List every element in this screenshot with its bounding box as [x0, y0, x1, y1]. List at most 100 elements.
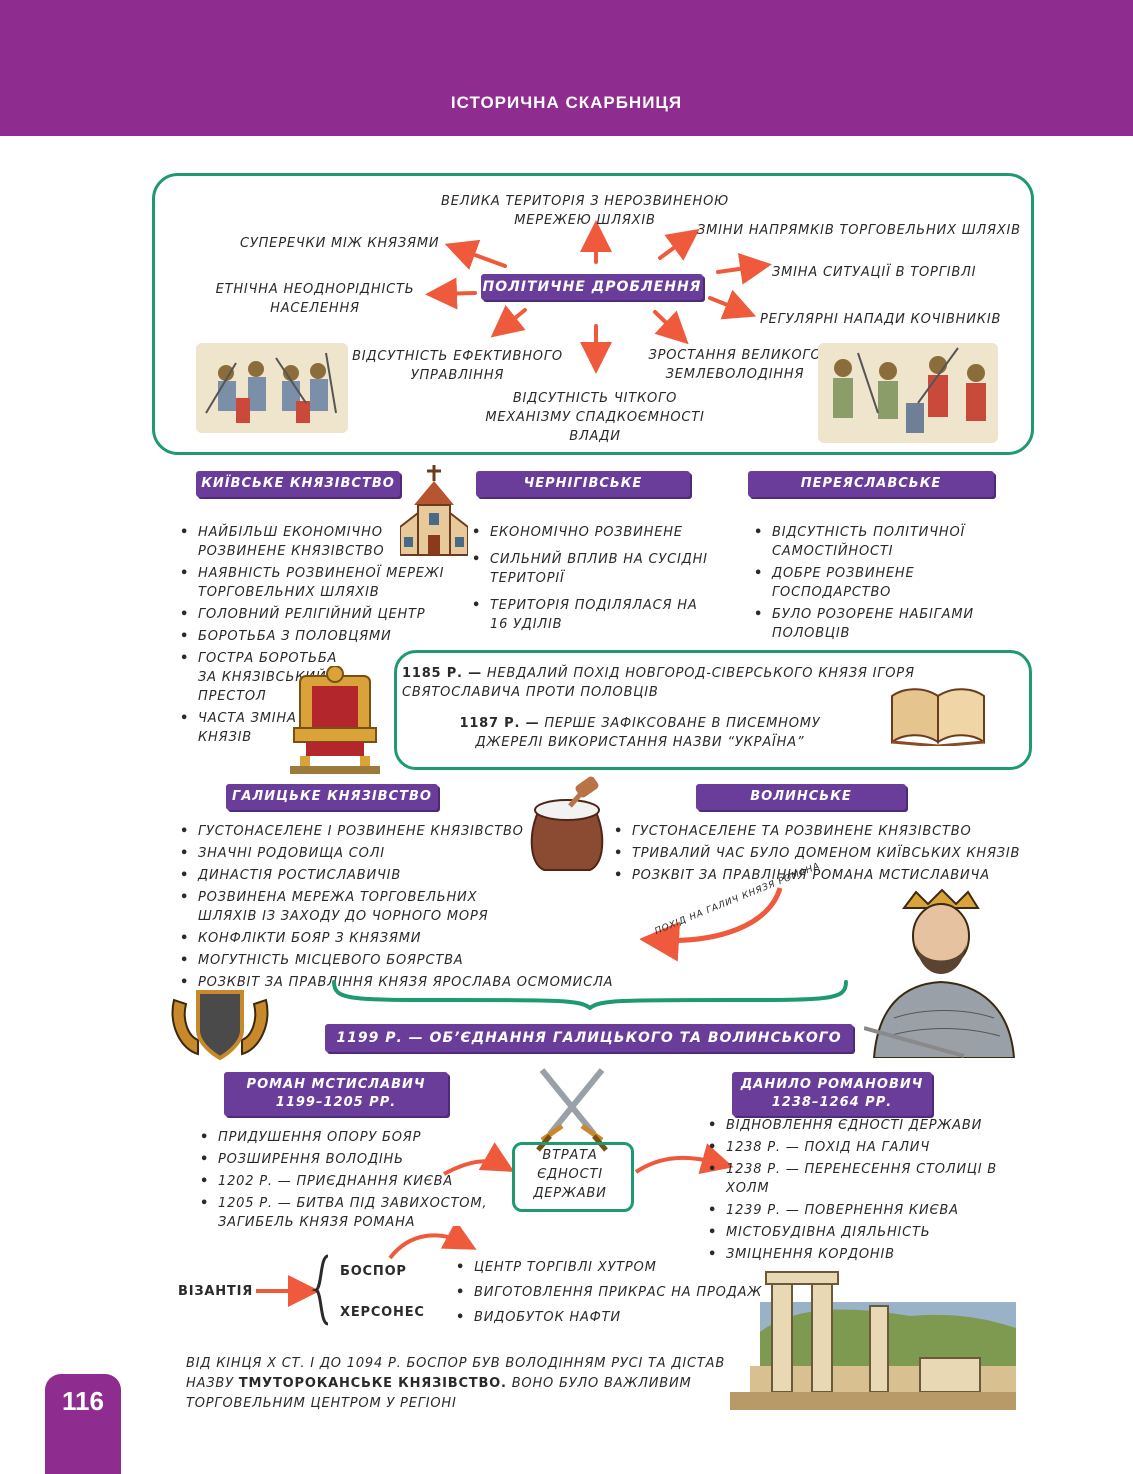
roman-item: ПРИДУШЕННЯ ОПОРУ БОЯР — [198, 1128, 488, 1147]
byzantium-arrows — [256, 1226, 477, 1326]
pereiaslav-list: ВІДСУТНІСТЬ ПОЛІТИЧНОЇ САМОСТІЙНОСТІ ДОБ… — [752, 523, 992, 646]
page-title: ІСТОРИЧНА СКАРБНИЦЯ — [450, 93, 683, 112]
roman-years: 1199–1205 РР. — [275, 1095, 397, 1110]
chernihiv-item: ЕКОНОМІЧНО РОЗВИНЕНЕ — [470, 523, 720, 542]
galych-item: МОГУТНІСТЬ МІСЦЕВОГО БОЯРСТВА — [178, 951, 548, 970]
chernihiv-item: ТЕРИТОРІЯ ПОДІЛЯЛАСЯ НА 16 УДІЛІВ — [470, 596, 700, 634]
cause-land: ЗРОСТАННЯ ВЕЛИКОГО ЗЕМЛЕВОЛОДІННЯ — [648, 348, 822, 382]
battle-illustration-right — [818, 343, 998, 443]
danylo-name-band: ДАНИЛО РОМАНОВИЧ 1238–1264 РР. — [732, 1072, 932, 1116]
loss-text: ВТРАТА ЄДНОСТІ ДЕРЖАВИ — [533, 1148, 607, 1201]
pereiaslav-item: ДОБРЕ РОЗВИНЕНЕ ГОСПОДАРСТВО — [752, 564, 992, 602]
events-frame — [394, 650, 1032, 770]
kyiv-list: НАЙБІЛЬШ ЕКОНОМІЧНО РОЗВИНЕНЕ КНЯЗІВСТВО… — [178, 523, 448, 750]
tmutorokan-note: ВІД КІНЦЯ Х СТ. І ДО 1094 Р. БОСПОР БУВ … — [186, 1354, 746, 1414]
arrow-upleft — [444, 239, 507, 270]
event-1187-text: ПЕРШЕ ЗАФІКСОВАНЕ В ПИСЕМНОМУ ДЖЕРЕЛІ ВИ… — [475, 716, 821, 750]
danylo-name: ДАНИЛО РОМАНОВИЧ — [740, 1077, 924, 1092]
salt-sack-icon — [530, 776, 604, 871]
battle-illustration-left — [196, 343, 348, 433]
page-number-tab — [45, 1374, 121, 1474]
byzantium-item: ВИДОБУТОК НАФТИ — [454, 1308, 774, 1327]
danylo-item: 1238 Р. — ПОХІД НА ГАЛИЧ — [706, 1138, 1036, 1157]
volyn-item: ТРИВАЛИЙ ЧАС БУЛО ДОМЕНОМ КИЇВСЬКИХ КНЯЗ… — [612, 844, 1022, 863]
arrow-upright — [658, 228, 700, 261]
galych-item: РОЗВИНЕНА МЕРЕЖА ТОРГОВЕЛЬНИХ ШЛЯХІВ ІЗ … — [178, 888, 538, 926]
galych-list: ГУСТОНАСЕЛЕНЕ І РОЗВИНЕНЕ КНЯЗІВСТВО ЗНА… — [178, 822, 613, 995]
roman-item: 1202 Р. — ПРИЄДНАННЯ КИЄВА — [198, 1172, 488, 1191]
arrow-downleft — [490, 305, 527, 338]
volyn-item: ГУСТОНАСЕЛЕНЕ ТА РОЗВИНЕНЕ КНЯЗІВСТВО — [612, 822, 1022, 841]
byzantium-item: ВИГОТОВЛЕННЯ ПРИКРАС НА ПРОДАЖ — [454, 1283, 774, 1302]
kyiv-item: БОРОТЬБА З ПОЛОВЦЯМИ — [178, 627, 448, 646]
kyiv-item: ГОСТРА БОРОТЬБА ЗА КНЯЗІВСЬКИЙ ПРЕСТОЛ — [178, 649, 358, 706]
event-1187-year: 1187 Р. — — [459, 716, 540, 731]
page-number: 116 — [62, 1386, 104, 1416]
byzantium-label: ВІЗАНТІЯ — [178, 1284, 254, 1299]
byzantium-item: ЦЕНТР ТОРГІВЛІ ХУТРОМ — [454, 1258, 774, 1277]
roman-item: РОЗШИРЕННЯ ВОЛОДІНЬ — [198, 1150, 488, 1169]
campaign-arrow — [640, 887, 783, 962]
page-header — [0, 0, 1133, 136]
danylo-years: 1238–1264 РР. — [771, 1095, 893, 1110]
volyn-item: РОЗКВІТ ЗА ПРАВЛІННЯ РОМАНА МСТИСЛАВИЧА — [612, 866, 1022, 885]
event-1185: 1185 Р. — НЕВДАЛИЙ ПОХІД НОВГОРОД-СІВЕРС… — [402, 664, 1014, 702]
cause-succession: ВІДСУТНІСТЬ ЧІТКОГО МЕХАНІЗМУ СПАДКОЄМНО… — [485, 391, 705, 444]
roman-item: 1205 Р. — БИТВА ПІД ЗАВИХОСТОМ, ЗАГИБЕЛЬ… — [198, 1194, 488, 1232]
cause-routes: ЗМІНИ НАПРЯМКІВ ТОРГОВЕЛЬНИХ ШЛЯХІВ — [697, 223, 1021, 238]
merge-brace — [332, 980, 848, 1010]
unification-banner: 1199 Р. — ОБ’ЄДНАННЯ ГАЛИЦЬКОГО ТА ВОЛИН… — [325, 1024, 853, 1074]
danylo-list: ВІДНОВЛЕННЯ ЄДНОСТІ ДЕРЖАВИ 1238 Р. — ПО… — [706, 1116, 1036, 1267]
prince-roman-portrait — [864, 888, 1016, 1058]
roman-name-band: РОМАН МСТИСЛАВИЧ 1199–1205 РР. — [224, 1072, 448, 1116]
galych-item: РОЗКВІТ ЗА ПРАВЛІННЯ КНЯЗЯ ЯРОСЛАВА ОСМО… — [178, 973, 638, 992]
note-text-2: ВОНО БУЛО ВАЖЛИВИМ ТОРГОВЕЛЬНИМ ЦЕНТРОМ … — [186, 1376, 692, 1411]
kyiv-item: ГОЛОВНИЙ РЕЛІГІЙНИЙ ЦЕНТР — [178, 605, 448, 624]
bospor-label: БОСПОР — [340, 1264, 407, 1279]
fragmentation-frame — [152, 173, 1034, 455]
danylo-item: МІСТОБУДІВНА ДІЯЛЬНІСТЬ — [706, 1223, 1036, 1242]
galych-title: ГАЛИЦЬКЕ КНЯЗІВСТВО — [226, 784, 438, 810]
arrow-left — [425, 277, 477, 310]
pereiaslav-item: БУЛО РОЗОРЕНЕ НАБІГАМИ ПОЛОВЦІВ — [752, 605, 992, 643]
event-1185-text: НЕВДАЛИЙ ПОХІД НОВГОРОД-СІВЕРСЬКОГО КНЯЗ… — [402, 666, 915, 700]
arrow-right — [716, 252, 772, 285]
roman-list: ПРИДУШЕННЯ ОПОРУ БОЯР РОЗШИРЕННЯ ВОЛОДІН… — [198, 1128, 488, 1235]
kyiv-item: НАЯВНІСТЬ РОЗВИНЕНОЇ МЕРЕЖІ ТОРГОВЕЛЬНИХ… — [178, 564, 448, 602]
chernihiv-title: ЧЕРНІГІВСЬКЕ КНЯЗІВСТВО — [476, 471, 690, 517]
danylo-item: 1238 Р. — ПЕРЕНЕСЕННЯ СТОЛИЦІ В ХОЛМ — [706, 1160, 1036, 1198]
note-bold: ТМУТОРОКАНСЬКЕ КНЯЗІВСТВО. — [238, 1376, 507, 1391]
kyiv-title: КИЇВСЬКЕ КНЯЗІВСТВО — [196, 471, 400, 497]
galych-item: ГУСТОНАСЕЛЕНЕ І РОЗВИНЕНЕ КНЯЗІВСТВО — [178, 822, 548, 841]
pereiaslav-item: ВІДСУТНІСТЬ ПОЛІТИЧНОЇ САМОСТІЙНОСТІ — [752, 523, 992, 561]
cause-governance: ВІДСУТНІСТЬ ЕФЕКТИВНОГО УПРАВЛІННЯ — [352, 349, 563, 383]
event-1185-year: 1185 Р. — — [402, 666, 482, 681]
galych-item: ДИНАСТІЯ РОСТИСЛАВИЧІВ — [178, 866, 548, 885]
cause-disputes: СУПЕРЕЧКИ МІЖ КНЯЗЯМИ — [240, 236, 440, 251]
danylo-item: 1239 Р. — ПОВЕРНЕННЯ КИЄВА — [706, 1201, 1036, 1220]
volyn-title: ВОЛИНСЬКЕ КНЯЗІВСТВО — [696, 784, 906, 830]
cause-nomads: РЕГУЛЯРНІ НАПАДИ КОЧІВНИКІВ — [760, 312, 1002, 327]
volyn-list: ГУСТОНАСЕЛЕНЕ ТА РОЗВИНЕНЕ КНЯЗІВСТВО ТР… — [612, 822, 1022, 888]
danylo-item: ВІДНОВЛЕННЯ ЄДНОСТІ ДЕРЖАВИ — [706, 1116, 1036, 1135]
cause-territory: ВЕЛИКА ТЕРИТОРІЯ З НЕРОЗВИНЕНОЮ МЕРЕЖЕЮ … — [441, 194, 729, 228]
roman-name: РОМАН МСТИСЛАВИЧ — [246, 1077, 426, 1092]
event-1187: 1187 Р. — ПЕРШЕ ЗАФІКСОВАНЕ В ПИСЕМНОМУ … — [425, 714, 855, 752]
byzantium-list: ЦЕНТР ТОРГІВЛІ ХУТРОМ ВИГОТОВЛЕННЯ ПРИКР… — [454, 1258, 774, 1330]
chersonesus-label: ХЕРСОНЕС — [340, 1305, 425, 1320]
fragmentation-arrows — [425, 220, 772, 374]
chernihiv-list: ЕКОНОМІЧНО РОЗВИНЕНЕ СИЛЬНИЙ ВПЛИВ НА СУ… — [470, 523, 720, 637]
throne-icon — [290, 666, 380, 774]
loss-box — [512, 1142, 634, 1212]
note-text-1: ВІД КІНЦЯ Х СТ. І ДО 1094 Р. БОСПОР БУВ … — [186, 1356, 726, 1391]
kyiv-item: НАЙБІЛЬШ ЕКОНОМІЧНО РОЗВИНЕНЕ КНЯЗІВСТВО — [178, 523, 448, 561]
arrow-down-right2 — [653, 310, 689, 345]
coat-of-arms-icon — [171, 990, 269, 1061]
cause-trade: ЗМІНА СИТУАЦІЇ В ТОРГІВЛІ — [772, 265, 977, 280]
pereiaslav-title: ПЕРЕЯСЛАВСЬКЕ КНЯЗІВСТВО — [748, 471, 994, 517]
galych-item: КОНФЛІКТИ БОЯР З КНЯЗЯМИ — [178, 929, 548, 948]
kyiv-item: ЧАСТА ЗМІНА КНЯЗІВ — [178, 709, 308, 747]
galych-item: ЗНАЧНІ РОДОВИЩА СОЛІ — [178, 844, 548, 863]
book-icon — [891, 688, 985, 746]
chernihiv-item: СИЛЬНИЙ ВПЛИВ НА СУСІДНІ ТЕРИТОРІЇ — [470, 550, 720, 588]
